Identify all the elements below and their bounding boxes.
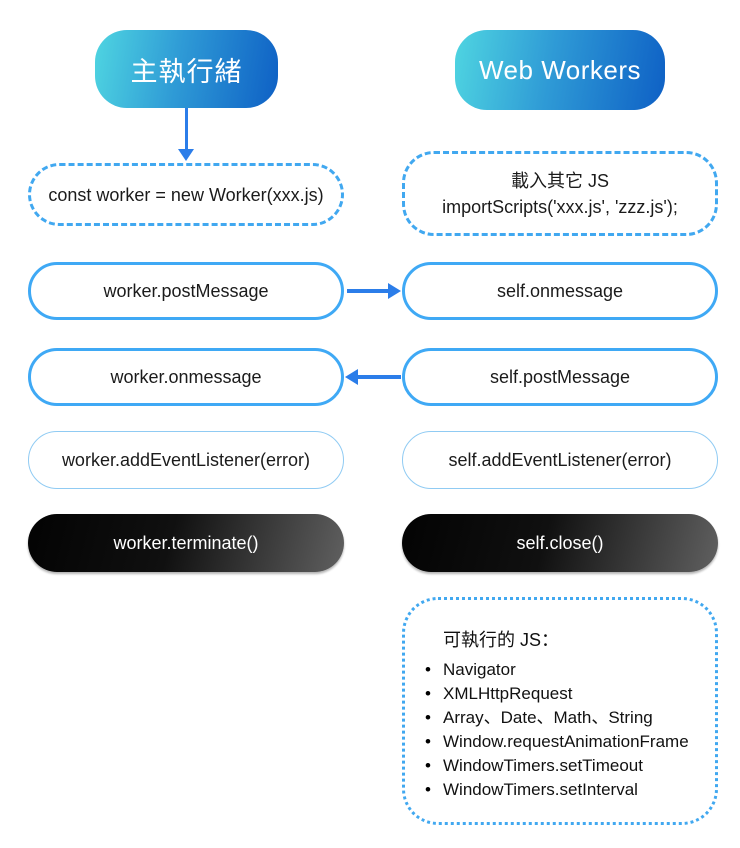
worker-onmessage-label: worker.onmessage [110,366,262,387]
arrow-down-line [185,108,188,150]
self-addeventlistener-node: self.addEventListener(error) [402,431,718,489]
executable-js-node: 可執行的 JS： Navigator XMLHttpRequest Array、… [402,597,718,825]
import-scripts-title: 載入其它 JS [510,170,609,191]
arrow-down-icon [178,149,194,161]
self-close-label: self.close() [516,532,604,553]
self-postmessage-label: self.postMessage [489,366,631,387]
worker-addeventlistener-node: worker.addEventListener(error) [28,431,344,489]
list-item: WindowTimers.setInterval [425,778,705,802]
arrow-left-icon [345,369,358,385]
main-thread-header: 主執行緒 [95,30,278,108]
create-worker-label: const worker = new Worker(xxx.js) [48,184,324,205]
arrow-right-icon [388,283,401,299]
self-postmessage-node: self.postMessage [402,348,718,406]
list-item: Array、Date、Math、String [425,706,705,730]
list-item: Window.requestAnimationFrame [425,730,705,754]
list-item: XMLHttpRequest [425,682,705,706]
arrow-left-line [357,375,401,379]
worker-postmessage-node: worker.postMessage [28,262,344,320]
worker-onmessage-node: worker.onmessage [28,348,344,406]
worker-postmessage-label: worker.postMessage [103,280,269,301]
self-onmessage-label: self.onmessage [496,280,624,301]
self-onmessage-node: self.onmessage [402,262,718,320]
executable-js-list: Navigator XMLHttpRequest Array、Date、Math… [425,658,705,802]
list-item: Navigator [425,658,705,682]
worker-terminate-label: worker.terminate() [113,532,259,553]
import-scripts-code: importScripts('xxx.js', 'zzz.js'); [442,196,678,217]
web-workers-header: Web Workers [455,30,665,110]
self-close-node: self.close() [402,514,718,572]
import-scripts-node: 載入其它 JS importScripts('xxx.js', 'zzz.js'… [402,151,718,236]
self-addeventlistener-label: self.addEventListener(error) [448,449,672,470]
executable-js-title: 可執行的 JS： [443,630,560,650]
list-item: WindowTimers.setTimeout [425,754,705,778]
create-worker-node: const worker = new Worker(xxx.js) [28,163,344,226]
arrow-right-line [347,289,390,293]
worker-terminate-node: worker.terminate() [28,514,344,572]
worker-addeventlistener-label: worker.addEventListener(error) [61,449,311,470]
